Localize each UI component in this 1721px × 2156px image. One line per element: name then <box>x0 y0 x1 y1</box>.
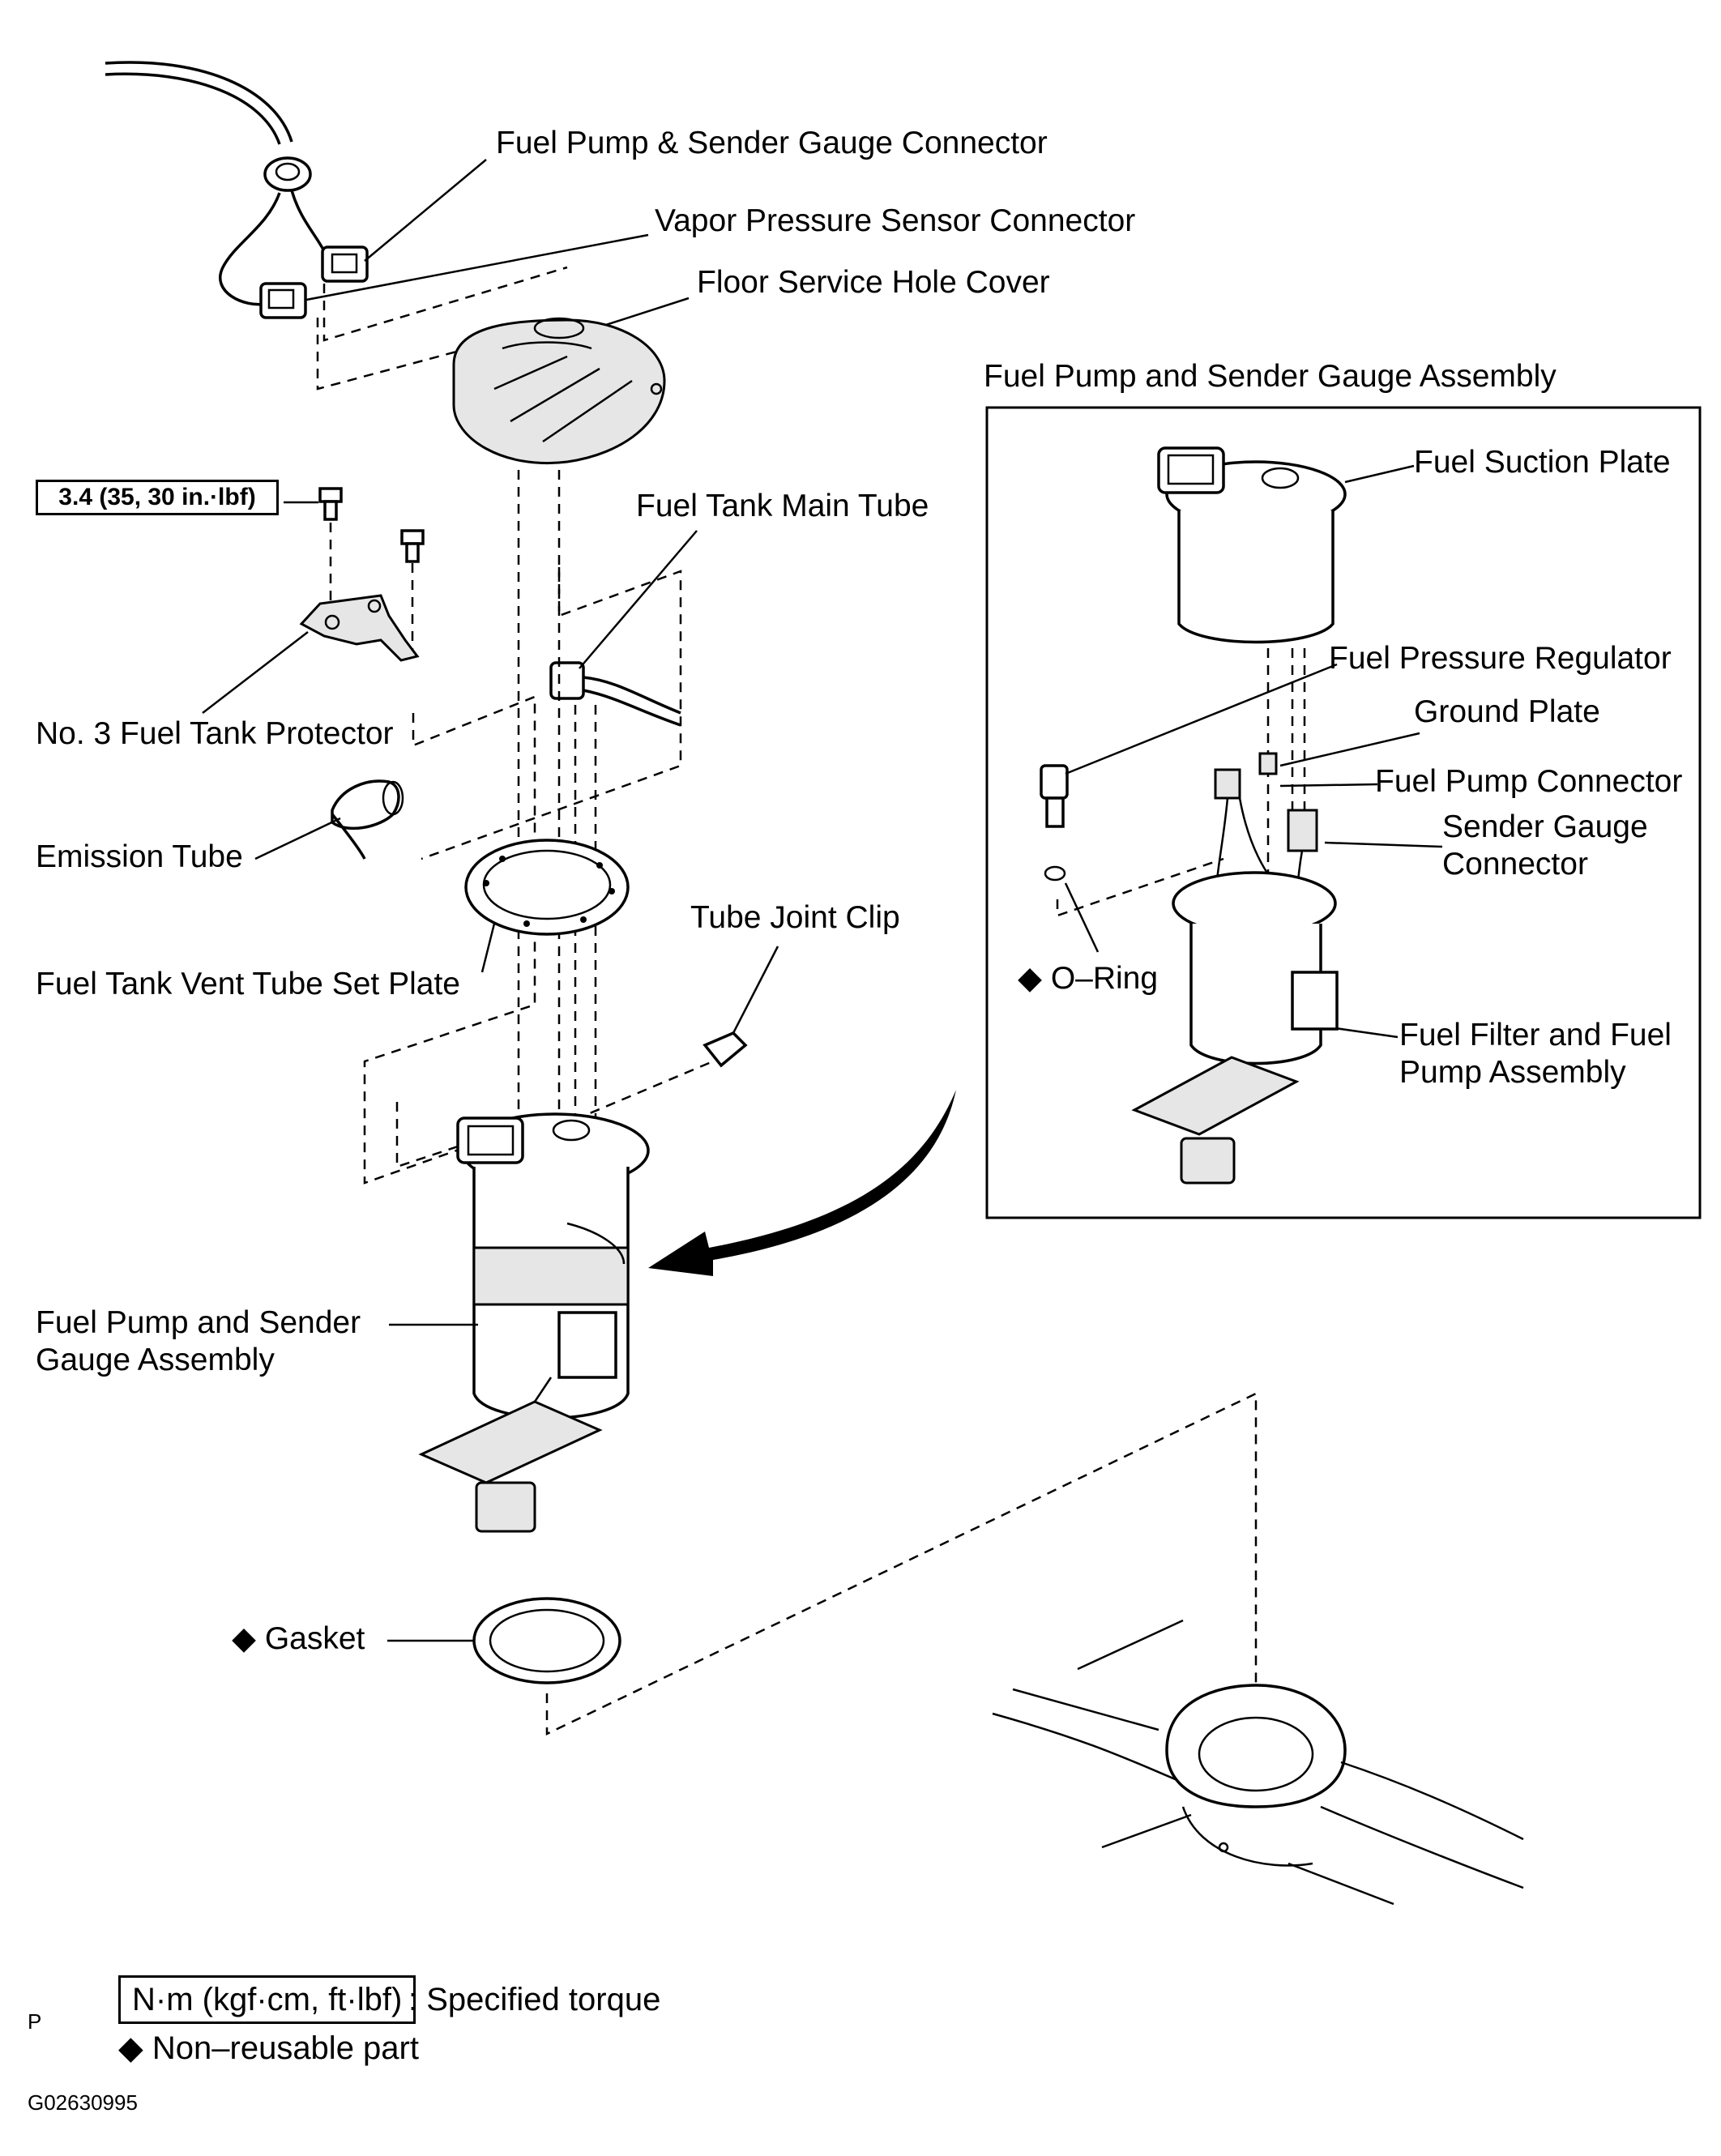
label-fuel-tank-vent-tube-set-plate: Fuel Tank Vent Tube Set Plate <box>36 967 460 1001</box>
label-fuel-pump-sender-connector: Fuel Pump & Sender Gauge Connector <box>496 126 1048 160</box>
legend-torque-text: : Specified torque <box>408 1982 661 2017</box>
label-no3-fuel-tank-protector: No. 3 Fuel Tank Protector <box>36 716 394 751</box>
inset-frame <box>985 406 1702 1219</box>
label-floor-service-hole-cover: Floor Service Hole Cover <box>697 265 1050 300</box>
tank-floor-part <box>992 1619 1524 1906</box>
bolt-2 <box>400 529 425 563</box>
label-fuel-filter-pump-assembly: Fuel Filter and Fuel Pump Assembly <box>1399 1018 1672 1091</box>
inset-suction-plate-part <box>1157 446 1347 644</box>
inset-arrow <box>648 1090 956 1276</box>
label-sender-gauge-connector: Sender Gauge Connector <box>1442 809 1648 882</box>
inset-filter-pump-assembly-part <box>1131 752 1339 1185</box>
fuel-tank-vent-tube-set-plate-part <box>464 839 630 936</box>
corner-mark: P <box>28 2009 42 2034</box>
bolt-1 <box>318 487 343 521</box>
legend-nonreusable: ◆ Non–reusable part <box>118 2030 419 2066</box>
no3-fuel-tank-protector-part <box>299 594 420 662</box>
label-fuel-pump-connector: Fuel Pump Connector <box>1375 764 1683 799</box>
figure-code: G02630995 <box>28 2090 138 2115</box>
label-gasket: ◆ Gasket <box>232 1621 365 1656</box>
label-fuel-tank-main-tube: Fuel Tank Main Tube <box>636 489 929 523</box>
label-tube-joint-clip: Tube Joint Clip <box>690 900 900 935</box>
label-fuel-pressure-regulator: Fuel Pressure Regulator <box>1329 641 1672 676</box>
fuel-pump-sender-connector-part <box>321 245 369 283</box>
label-ground-plate: Ground Plate <box>1414 694 1600 729</box>
tube-joint-clip-part <box>702 1031 748 1068</box>
emission-tube-part <box>331 779 404 860</box>
legend-torque-box: N·m (kgf·cm, ft·lbf) <box>118 1975 416 2024</box>
gasket-part <box>472 1597 621 1684</box>
vapor-pressure-sensor-connector-part <box>259 282 307 319</box>
label-fuel-suction-plate: Fuel Suction Plate <box>1414 445 1671 480</box>
label-vapor-pressure-sensor-connector: Vapor Pressure Sensor Connector <box>655 203 1136 238</box>
main-pump-assembly-part <box>418 1112 650 1533</box>
label-o-ring: ◆ O–Ring <box>1018 961 1159 996</box>
torque-spec-box: 3.4 (35, 30 in.·lbf) <box>36 480 279 515</box>
label-emission-tube: Emission Tube <box>36 839 243 874</box>
label-fuel-pump-sender-assembly: Fuel Pump and Sender Gauge Assembly <box>36 1305 361 1378</box>
wire-harness <box>105 61 326 306</box>
floor-service-hole-cover-part <box>452 317 666 464</box>
fuel-tank-main-tube-part <box>549 661 681 727</box>
inset-pressure-regulator-part <box>1040 764 1069 882</box>
inset-title: Fuel Pump and Sender Gauge Assembly <box>984 359 1557 394</box>
